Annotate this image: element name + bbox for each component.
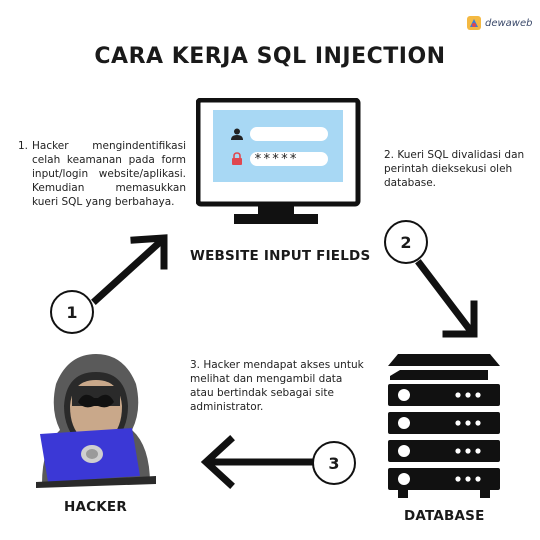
password-field: ***** bbox=[250, 152, 328, 167]
step-1-circle: 1 bbox=[50, 290, 94, 334]
logo-icon bbox=[467, 16, 481, 30]
database-label: DATABASE bbox=[404, 508, 485, 524]
server-rack-1 bbox=[388, 384, 500, 406]
arrow-1-icon bbox=[91, 234, 168, 305]
brand-logo: dewaweb bbox=[466, 14, 533, 32]
step-2-circle: 2 bbox=[384, 220, 428, 264]
hacker-icon bbox=[36, 354, 156, 488]
step-1-description: Hacker mengindentifikasi celah keamanan … bbox=[32, 140, 186, 208]
database-server-icon bbox=[388, 354, 500, 498]
arrow-2-icon bbox=[415, 259, 478, 338]
lock-icon bbox=[232, 152, 242, 165]
monitor-icon bbox=[196, 98, 361, 224]
logo-text: dewaweb bbox=[485, 17, 533, 29]
website-label: WEBSITE INPUT FIELDS bbox=[190, 248, 371, 264]
username-field bbox=[250, 127, 328, 141]
arrow-3-icon bbox=[200, 435, 316, 489]
server-rack-2 bbox=[388, 412, 500, 434]
hacker-label: HACKER bbox=[64, 499, 127, 515]
page-title: CARA KERJA SQL INJECTION bbox=[94, 44, 446, 69]
step-1-number: 1. bbox=[18, 140, 29, 152]
step-1-text: 1. Hacker mengindentifikasi celah keaman… bbox=[18, 139, 186, 209]
step-3-text: 3. Hacker mendapat akses untuk melihat d… bbox=[190, 359, 364, 413]
step-3-circle: 3 bbox=[312, 441, 356, 485]
step-2-text: 2. Kueri SQL divalidasi dan perintah die… bbox=[384, 149, 525, 189]
user-icon bbox=[231, 128, 243, 140]
server-rack-4 bbox=[388, 468, 500, 490]
server-rack-3 bbox=[388, 440, 500, 462]
